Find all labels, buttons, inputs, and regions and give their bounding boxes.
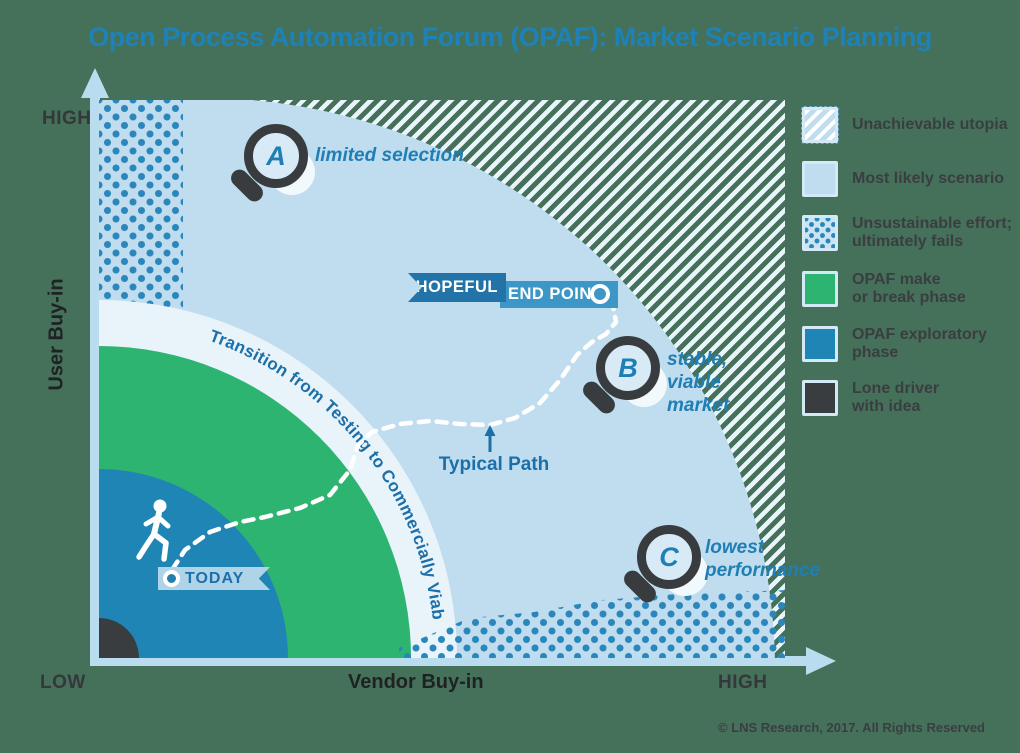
legend-label: OPAF make or break phase xyxy=(852,271,966,306)
y-axis-arrow-icon xyxy=(81,68,109,98)
magnifier-glass-icon: C xyxy=(637,525,701,589)
x-axis-line xyxy=(90,656,808,666)
page-title: Open Process Automation Forum (OPAF): Ma… xyxy=(88,22,932,52)
end-point-ribbon: END POINT xyxy=(500,281,618,308)
y-axis-line xyxy=(90,96,100,665)
legend-item-most-likely: Most likely scenario xyxy=(802,160,1004,198)
legend-swatch-dots xyxy=(802,215,838,251)
legend-label: Lone driver with idea xyxy=(852,380,940,415)
dashed-typical-path xyxy=(169,293,619,573)
legend-swatch-dark xyxy=(802,380,838,416)
marker-b: B xyxy=(579,336,667,417)
plot-annotations: Typical Path HOPEFUL END POINT TODAY A l… xyxy=(99,100,820,658)
marker-a-label: limited selection xyxy=(315,145,464,166)
end-point-ribbon-label: END POINT xyxy=(508,285,603,303)
x-axis-arrow-icon xyxy=(806,647,836,675)
magnifier-glass-icon: B xyxy=(596,336,660,400)
marker-b-letter: B xyxy=(618,352,638,383)
end-point-marker-icon xyxy=(590,284,610,304)
legend-item-exploratory: OPAF exploratory phase xyxy=(802,325,987,363)
x-axis-high-label: HIGH xyxy=(718,672,768,693)
marker-a-letter: A xyxy=(266,140,286,171)
magnifier-glass-icon: A xyxy=(244,124,308,188)
typical-path-arrowhead-icon xyxy=(484,425,496,436)
legend-item-make-or-break: OPAF make or break phase xyxy=(802,270,966,308)
x-axis-title: Vendor Buy-in xyxy=(348,671,484,693)
marker-b-label: stable, viable market xyxy=(667,349,730,416)
y-axis-high-label: HIGH xyxy=(42,108,92,129)
legend-item-lone-driver: Lone driver with idea xyxy=(802,379,939,417)
marker-c-letter: C xyxy=(659,541,679,572)
legend-item-unachievable-utopia: Unachievable utopia xyxy=(801,106,1008,144)
copyright-text: © LNS Research, 2017. All Rights Reserve… xyxy=(717,720,985,735)
marker-a: A xyxy=(227,124,315,205)
today-ribbon: TODAY xyxy=(158,567,270,590)
today-ribbon-label: TODAY xyxy=(185,569,245,587)
marker-c: C xyxy=(620,525,708,606)
hopeful-ribbon: HOPEFUL xyxy=(408,273,506,302)
marker-c-label: lowest performance xyxy=(705,537,821,581)
legend-item-unsustainable: Unsustainable effort; ultimately fails xyxy=(802,214,1012,252)
legend-label: Unsustainable effort; ultimately fails xyxy=(852,215,1013,250)
legend-swatch-hatch xyxy=(801,106,839,144)
legend-label: Unachievable utopia xyxy=(852,116,1008,133)
y-axis-low-label: LOW xyxy=(40,672,86,693)
typical-path-label: Typical Path xyxy=(438,454,550,475)
legend-swatch-solid xyxy=(802,161,838,197)
walking-person-icon xyxy=(136,499,171,562)
y-axis-title: User Buy-in xyxy=(45,278,68,391)
hopeful-ribbon-label: HOPEFUL xyxy=(415,278,498,296)
legend-label: Most likely scenario xyxy=(852,170,1005,187)
legend-swatch-green xyxy=(802,271,838,307)
today-marker-icon xyxy=(163,570,180,587)
legend-swatch-blue xyxy=(802,326,838,362)
legend-label: OPAF exploratory phase xyxy=(852,326,987,361)
